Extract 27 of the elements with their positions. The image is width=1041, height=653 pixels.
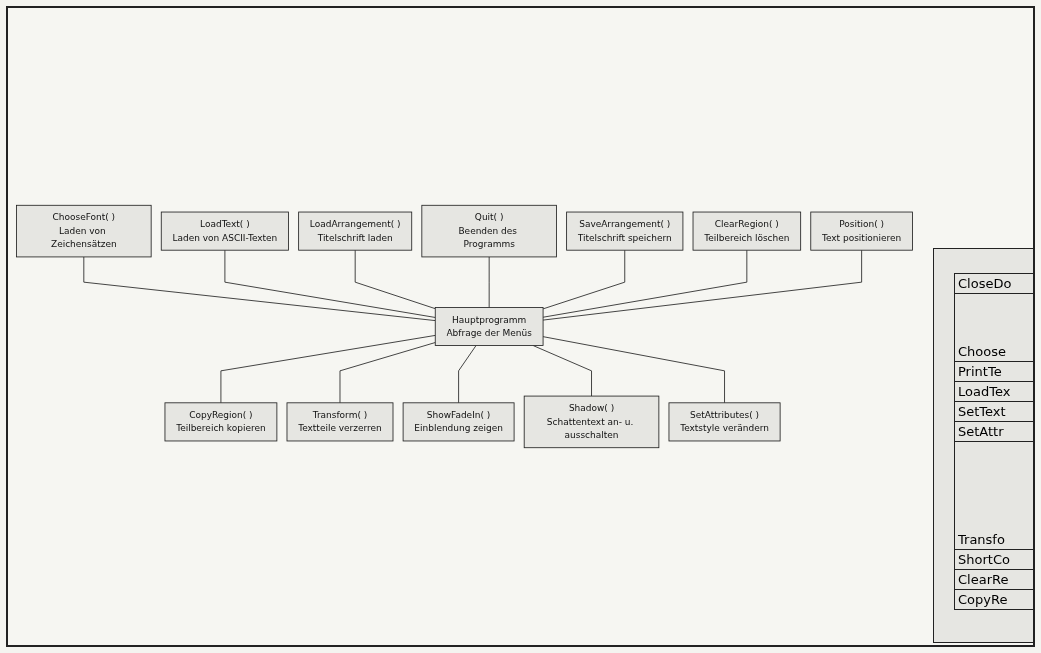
node-box: Transform( ) Textteile verzerren [286,402,394,442]
connector [339,342,436,404]
connector [542,336,725,404]
node-box: Quit( ) Beenden des Programms [421,204,557,258]
connector [542,249,863,321]
node-box: Shadow( ) Schattentext an- u. ausschalten [523,395,660,449]
node-box: LoadArrangement( ) Titelschrift laden [298,211,413,251]
node-box: ShowFadeIn( ) Einblendung zeigen [402,402,515,442]
node-box: CopyRegion( ) Teilbereich kopieren [164,402,278,442]
connector [83,256,436,322]
node-box: SetAttributes( ) Textstyle verändern [668,402,781,442]
node-box: ChooseFont( ) Laden von Zeichensätzen [16,204,152,258]
node-box: Position( ) Text positionieren [810,211,913,251]
connector [224,249,436,318]
connector [354,249,436,310]
node-box: ClearRegion( ) Teilbereich löschen [692,211,802,251]
table-cell: CloseDo [954,273,1033,294]
node-box: LoadText( ) Laden von ASCII-Texten [160,211,289,251]
connector [542,249,626,310]
table-cell: CopyRe [954,589,1033,610]
connector [488,256,490,308]
node-box: SaveArrangement( ) Titelschrift speichern [566,211,684,251]
connector [458,345,477,404]
connector [532,345,592,397]
connector [220,335,436,404]
connector [542,249,748,318]
node-box: Hauptprogramm Abfrage der Menüs [434,307,544,346]
